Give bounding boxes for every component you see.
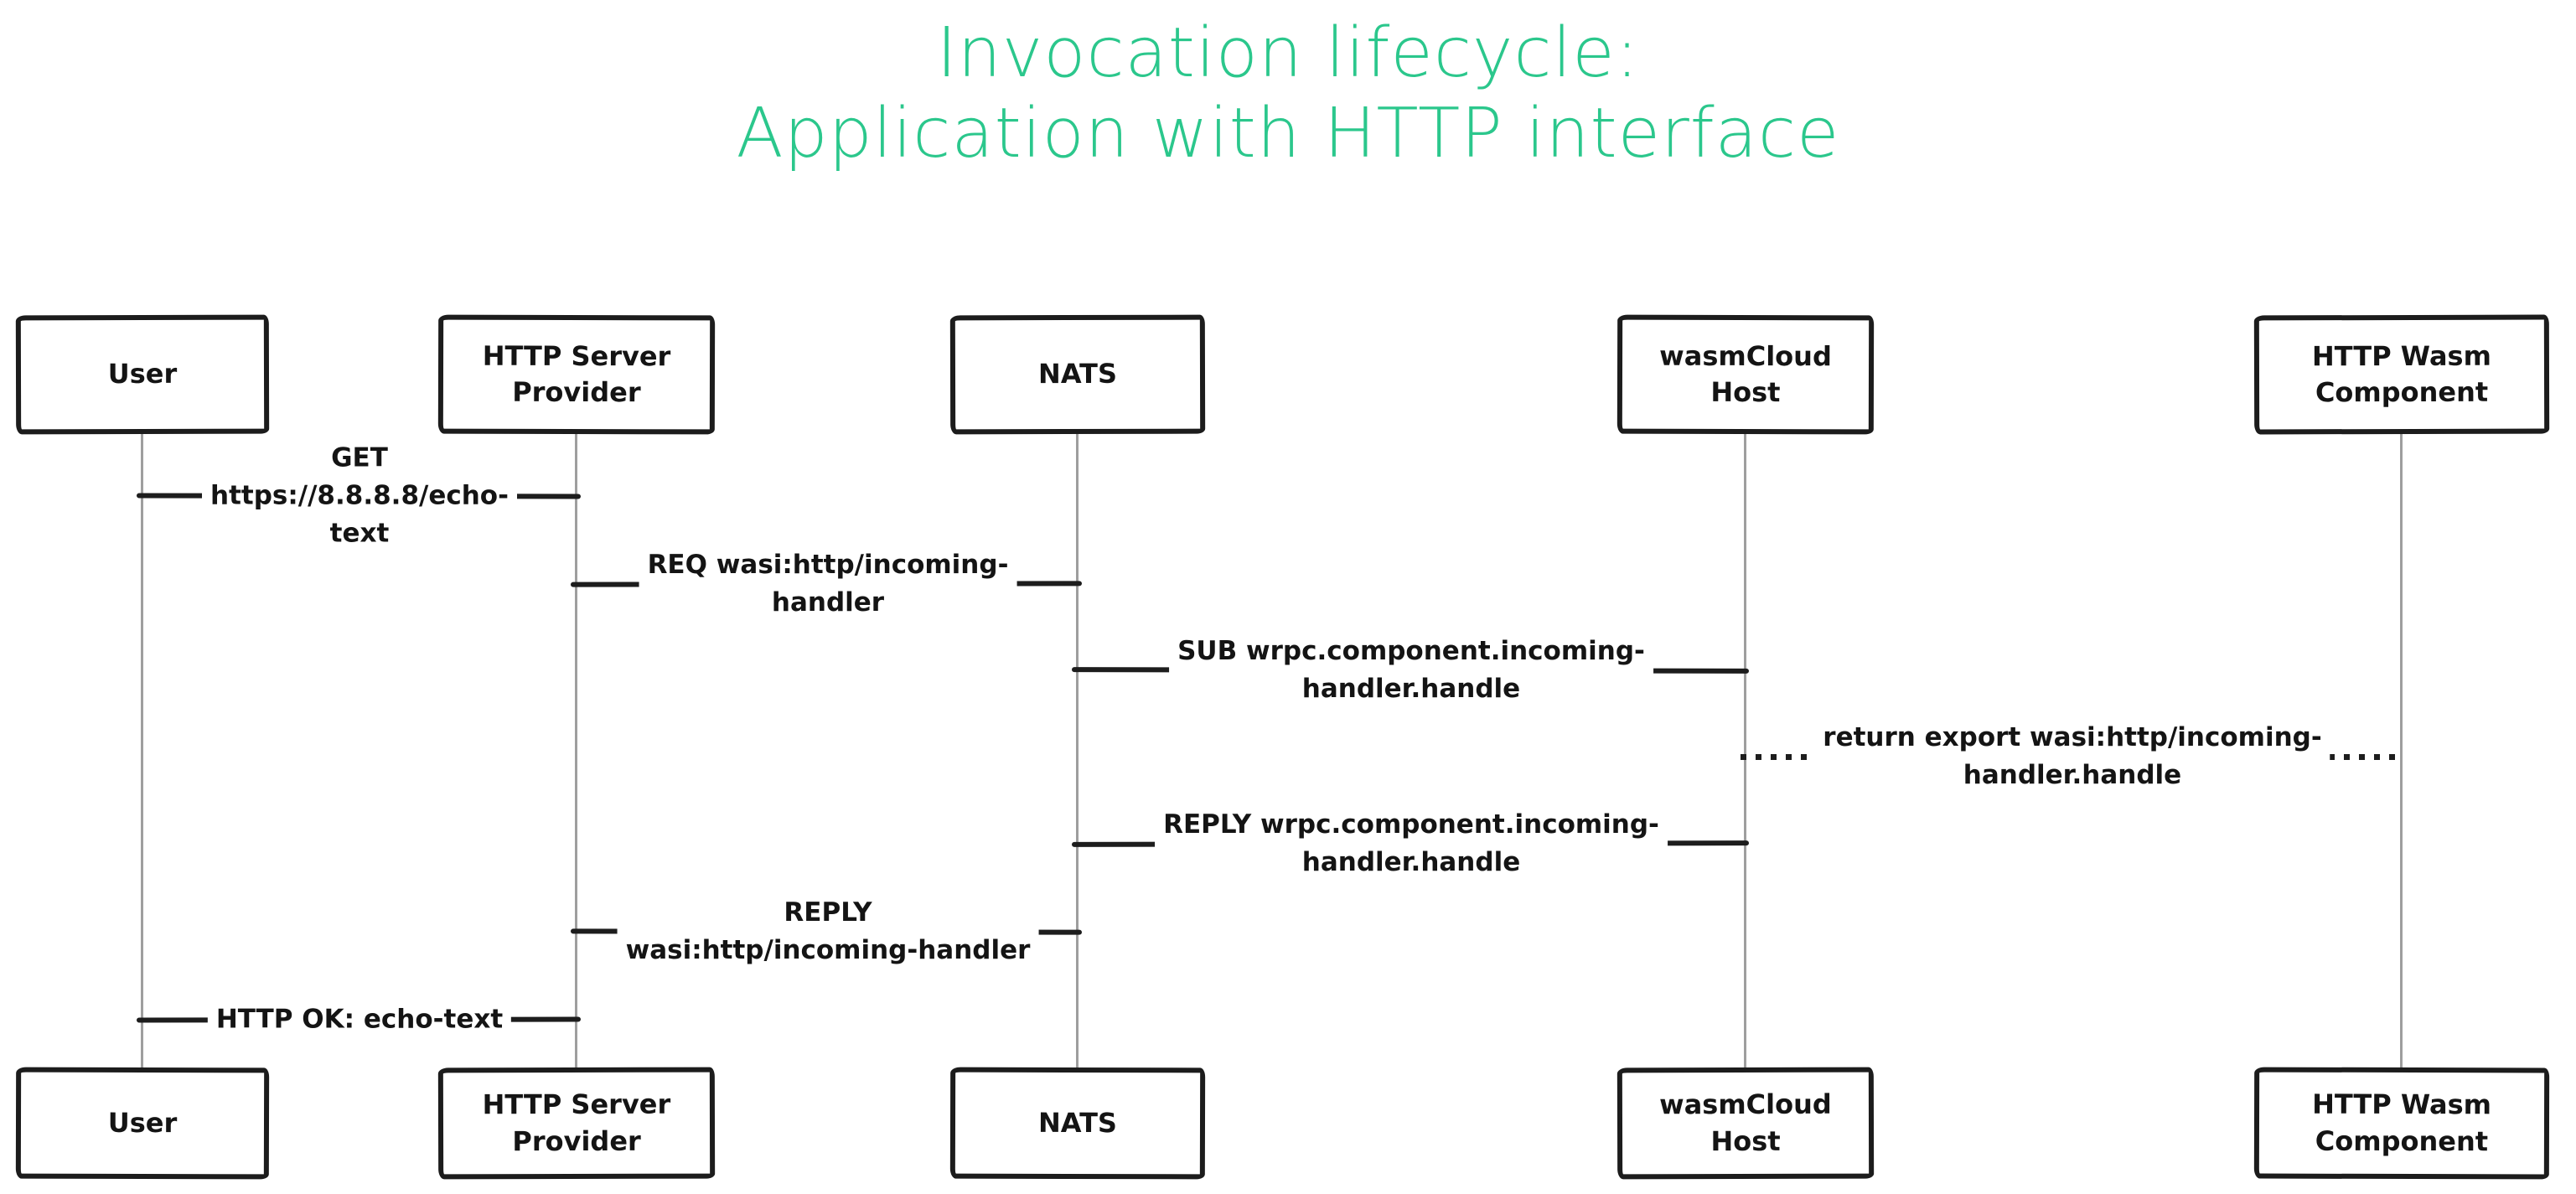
lifeline-nats <box>1076 431 1079 1069</box>
lifeline-http-server-provider <box>575 431 577 1069</box>
message-text-line: HTTP OK: echo-text <box>215 1004 504 1035</box>
message-label-return-export: return export wasi:http/incoming- handle… <box>1814 717 2330 796</box>
actor-box-user-bottom: User <box>15 1067 270 1180</box>
message-label-reply-wasi-http: REPLY wasi:http/incoming-handler <box>617 892 1039 971</box>
message-label-http-ok: HTTP OK: echo-text <box>207 999 512 1041</box>
title-line-2: Application with HTTP interface <box>736 94 1840 173</box>
lifeline-http-wasm-component <box>2400 431 2403 1069</box>
actor-label-http-wasm-component: HTTP Wasm Component <box>2311 339 2491 409</box>
actor-box-nats-top: NATS <box>949 314 1206 435</box>
actor-label-wasmcloud-host: wasmCloud Host <box>1659 339 1832 409</box>
actor-box-http-wasm-component-top: HTTP Wasm Component <box>2253 314 2550 435</box>
message-text-line: REPLY <box>784 897 872 928</box>
actor-label-user: User <box>107 358 178 390</box>
message-text-line: SUB wrpc.component.incoming- <box>1177 636 1645 666</box>
message-text-line: REPLY wrpc.component.incoming- <box>1163 809 1659 840</box>
message-label-reply-wrpc: REPLY wrpc.component.incoming- handler.h… <box>1155 804 1668 883</box>
message-text-line: handler <box>771 587 885 618</box>
actor-label-http-server-provider: HTTP Server Provider <box>482 339 671 409</box>
message-text-line: REQ wasi:http/incoming- <box>647 550 1009 580</box>
actor-label-nats: NATS <box>1037 358 1118 390</box>
message-text-line: text <box>329 518 390 549</box>
actor-box-http-server-provider-bottom: HTTP Server Provider <box>437 1067 716 1180</box>
message-text-line: handler.handle <box>1963 760 2182 790</box>
actor-label-user: User <box>107 1106 178 1140</box>
actor-box-nats-bottom: NATS <box>949 1067 1206 1180</box>
actor-label-nats: NATS <box>1037 1106 1118 1140</box>
diagram-title: Invocation lifecycle: Application with H… <box>0 13 2576 174</box>
message-label-get-request: GET https://8.8.8.8/echo- text <box>202 437 517 555</box>
actor-label-wasmcloud-host: wasmCloud Host <box>1659 1088 1832 1157</box>
actor-label-http-server-provider: HTTP Server Provider <box>482 1088 671 1157</box>
message-text-line: wasi:http/incoming-handler <box>625 935 1031 965</box>
message-label-req-wasi-http: REQ wasi:http/incoming- handler <box>639 545 1017 623</box>
message-text-line: https://8.8.8.8/echo- <box>210 480 509 511</box>
title-line-1: Invocation lifecycle: <box>936 13 1640 93</box>
message-text-line: GET <box>331 442 388 473</box>
message-text-line: return export wasi:http/incoming- <box>1823 722 2322 752</box>
message-label-sub-wrpc: SUB wrpc.component.incoming- handler.han… <box>1169 631 1653 710</box>
message-text-line: handler.handle <box>1301 674 1521 704</box>
lifeline-wasmcloud-host <box>1744 431 1746 1069</box>
actor-box-wasmcloud-host-bottom: wasmCloud Host <box>1616 1067 1875 1180</box>
message-text-line: handler.handle <box>1301 847 1521 877</box>
actor-box-user-top: User <box>15 314 270 435</box>
actor-box-wasmcloud-host-top: wasmCloud Host <box>1616 314 1875 435</box>
actor-label-http-wasm-component: HTTP Wasm Component <box>2312 1088 2492 1157</box>
actor-box-http-wasm-component-bottom: HTTP Wasm Component <box>2253 1067 2550 1180</box>
actor-box-http-server-provider-top: HTTP Server Provider <box>437 314 716 435</box>
lifeline-user <box>141 431 143 1069</box>
